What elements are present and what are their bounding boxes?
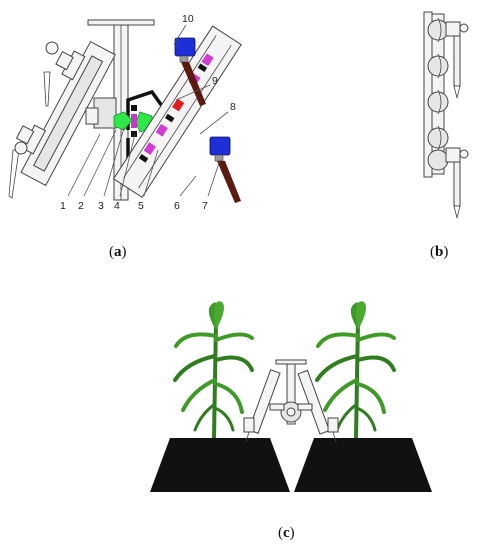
- soil-ridge-left: [150, 438, 290, 492]
- caption-a: (a): [109, 244, 127, 260]
- weeding-machine: [243, 359, 339, 443]
- part-number-6: 6: [174, 200, 180, 212]
- caption-c: (c): [278, 525, 295, 541]
- panel-b-drawing: [423, 11, 469, 219]
- part-number-8: 8: [230, 101, 236, 113]
- part-number-3: 3: [98, 200, 104, 212]
- corn-plant-left: [173, 301, 254, 439]
- part-number-1: 1: [60, 200, 66, 212]
- panel-a-drawing: [8, 19, 242, 203]
- part-number-2: 2: [78, 200, 84, 212]
- soil-ridge-right: [294, 438, 432, 492]
- caption-b: (b): [430, 244, 449, 260]
- part-number-5: 5: [138, 200, 144, 212]
- part-number-7: 7: [202, 200, 208, 212]
- corn-plant-right: [315, 301, 396, 439]
- part-number-4: 4: [114, 200, 120, 212]
- part-number-10: 10: [182, 13, 194, 25]
- part-number-9: 9: [212, 75, 218, 87]
- panel-c-drawing: [150, 301, 432, 492]
